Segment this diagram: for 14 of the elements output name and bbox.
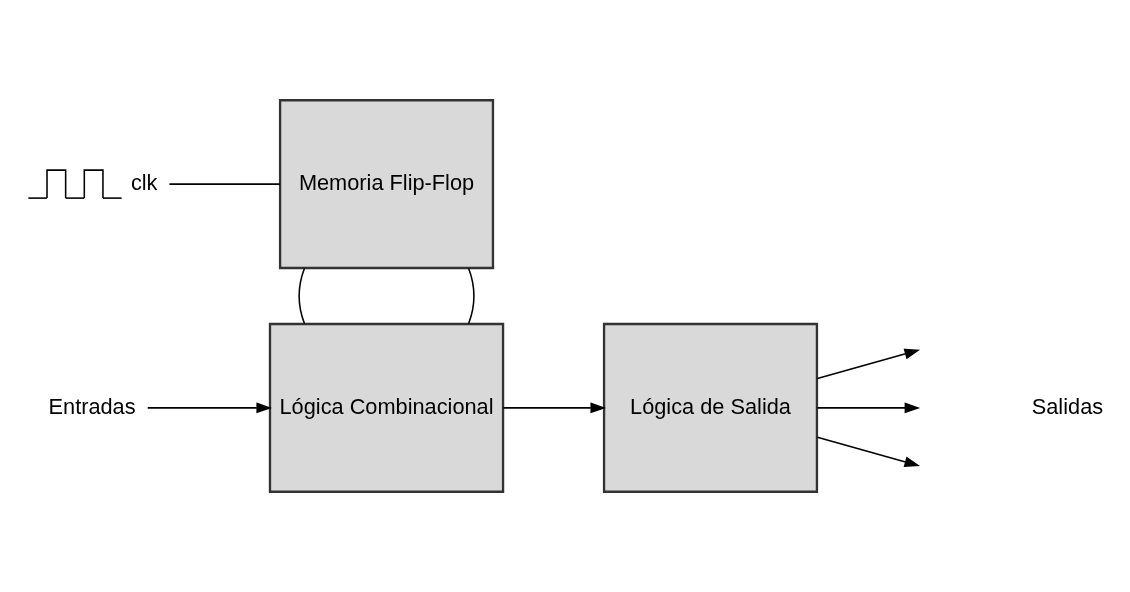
connector [168, 183, 281, 185]
arrow [816, 436, 921, 468]
arrow [816, 402, 921, 414]
arrow [502, 402, 606, 414]
node-text: Entradas [48, 393, 136, 419]
node-box: Lógica Combinacional [268, 322, 505, 493]
node-box: Memoria Flip-Flop [278, 99, 495, 270]
node-box: Lógica de Salida [602, 322, 819, 493]
node-text: clk [130, 169, 158, 195]
connector [467, 267, 475, 325]
connector [298, 267, 306, 325]
label: Salidas [1031, 393, 1104, 419]
arrow [146, 402, 272, 414]
arrow [816, 348, 921, 380]
